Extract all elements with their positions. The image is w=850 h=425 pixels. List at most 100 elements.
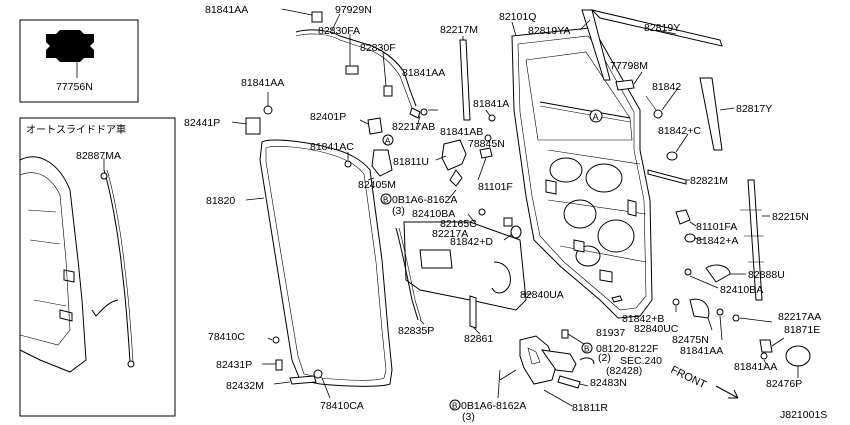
trim-82840ua — [403, 213, 532, 311]
inset-title: オートスライドドア車 — [26, 123, 126, 136]
label-81842: 81842 — [652, 81, 681, 93]
door-panel-82101q: A — [511, 21, 653, 319]
front-arrow-icon — [715, 385, 739, 399]
label-82401p: 82401P — [310, 111, 346, 123]
label-77798m: 77798M — [610, 60, 648, 72]
callout-a-door-text: A — [593, 112, 599, 122]
label-81841aa-mid: 81841AA — [241, 77, 284, 89]
label-81101fa: 81101FA — [696, 221, 737, 233]
label-81820: 81820 — [206, 195, 235, 207]
bolt-b-symbol-mid: B — [584, 345, 589, 354]
strip-82217m — [459, 36, 471, 121]
pad-icon — [46, 30, 94, 62]
glass-run-82819 — [579, 9, 735, 151]
label-81811r: 81811R — [572, 402, 608, 414]
lock-81811u — [435, 109, 496, 187]
front-label: FRONT — [669, 364, 709, 392]
label-81841aa-r: 81841AA — [402, 67, 445, 79]
label-82217aa: 82217AA — [778, 311, 821, 323]
label-81811u: 81811U — [393, 156, 429, 168]
label-82861: 82861 — [464, 333, 493, 345]
label-81842-b: 81842+B — [622, 313, 664, 325]
weatherstrip-81820 — [245, 139, 393, 387]
label-82101q: 82101Q — [499, 11, 536, 23]
label-97929n: 97929N — [335, 4, 372, 16]
label-08120-qty: (2) — [598, 352, 611, 364]
label-82476p: 82476P — [766, 378, 802, 390]
label-08120-8122f: 08120-8122F — [596, 343, 658, 355]
label-82431p: 82431P — [216, 359, 252, 371]
label-82217ab: 82217AB — [392, 121, 435, 133]
label-82888u: 82888U — [748, 269, 785, 281]
parts-77798m-81842 — [615, 71, 689, 161]
label-78410ca: 78410CA — [320, 400, 364, 412]
label-82410ba-r: 82410BA — [720, 284, 763, 296]
bolt-0b1a6-bottom: B — [449, 369, 501, 411]
label-82217m: 82217M — [440, 24, 478, 36]
lower-right-parts — [611, 295, 724, 341]
striker-parts — [732, 314, 811, 378]
cover-82888u — [684, 264, 746, 289]
label-82830f: 82830F — [360, 42, 396, 54]
strip-82821m — [647, 169, 690, 185]
label-0b1a6-top: 0B1A6-8162A — [392, 194, 457, 206]
label-82819ya: 82819YA — [528, 25, 570, 37]
guide-82215n — [675, 179, 770, 301]
label-82405m: 82405M — [358, 179, 396, 191]
bracket-82401p: A — [344, 108, 438, 181]
label-82410ba-l: 82410BA — [412, 208, 455, 220]
label-81101f: 81101F — [478, 181, 513, 193]
label-77756n: 77756N — [56, 81, 93, 93]
label-82165c: 82165C — [440, 218, 477, 230]
label-82835p: 82835P — [398, 325, 434, 337]
label-82821m: 82821M — [690, 175, 728, 187]
front-indicator: FRONT — [669, 364, 739, 399]
label-82840ua: 82840UA — [520, 289, 564, 301]
callout-a-door — [589, 109, 603, 123]
label-sec240-ref: (82428) — [606, 365, 642, 377]
label-81842-d: 81842+D — [450, 236, 493, 248]
label-81841ac: 81841AC — [310, 141, 354, 153]
bolt-0b1a6-top: B — [380, 189, 457, 205]
strip-82835p — [395, 227, 425, 325]
label-82483n: 82483N — [590, 377, 627, 389]
lower-mechanism-81811r: B — [499, 329, 595, 407]
part-82861 — [469, 295, 481, 335]
label-82830fa: 82830FA — [318, 25, 360, 37]
label-82840uc: 82840UC — [634, 323, 679, 335]
label-81841aa-b1: 81841AA — [680, 345, 723, 357]
label-82819y: 82819Y — [644, 22, 680, 34]
label-78410c: 78410C — [208, 331, 245, 343]
label-81841aa-b2: 81841AA — [734, 361, 777, 373]
bolt-b-symbol-bottom: B — [452, 402, 457, 411]
label-82432m: 82432M — [226, 380, 264, 392]
label-0b1a6-bottom: 0B1A6-8162A — [461, 400, 526, 412]
label-81841aa-top: 81841AA — [205, 4, 248, 16]
label-81842-a: 81842+A — [696, 235, 738, 247]
label-82887ma: 82887MA — [76, 150, 121, 162]
label-81842-c: 81842+C — [658, 125, 701, 137]
label-82441p: 82441P — [184, 117, 220, 129]
part-77756n-box — [19, 19, 139, 103]
rail-parts-bottom-left — [262, 336, 331, 399]
diagram-id: J821001S — [780, 409, 827, 421]
label-82217a: 82217A — [432, 228, 468, 240]
label-81841a: 81841A — [473, 98, 509, 110]
fasteners-center — [478, 208, 522, 241]
label-81871e: 81871E — [784, 324, 820, 336]
label-82475n: 82475N — [672, 334, 709, 346]
label-82215n: 82215N — [772, 211, 809, 223]
inset-auto-slide-door: オートスライドドア車 — [19, 117, 176, 417]
upper-rail-cable — [281, 8, 421, 119]
label-0b1a6-top-qty: (3) — [392, 205, 405, 217]
label-78845n: 78845N — [468, 138, 505, 150]
label-sec240: SEC.240 — [620, 355, 662, 367]
label-81841ab: 81841AB — [440, 126, 483, 138]
label-82817y: 82817Y — [736, 103, 772, 115]
label-81937: 81937 — [596, 327, 625, 339]
hinge-82441p — [231, 92, 273, 135]
bolt-b-symbol-top: B — [383, 196, 388, 205]
label-0b1a6-bottom-qty: (3) — [462, 411, 475, 423]
callout-a-bracket: A — [385, 137, 391, 146]
